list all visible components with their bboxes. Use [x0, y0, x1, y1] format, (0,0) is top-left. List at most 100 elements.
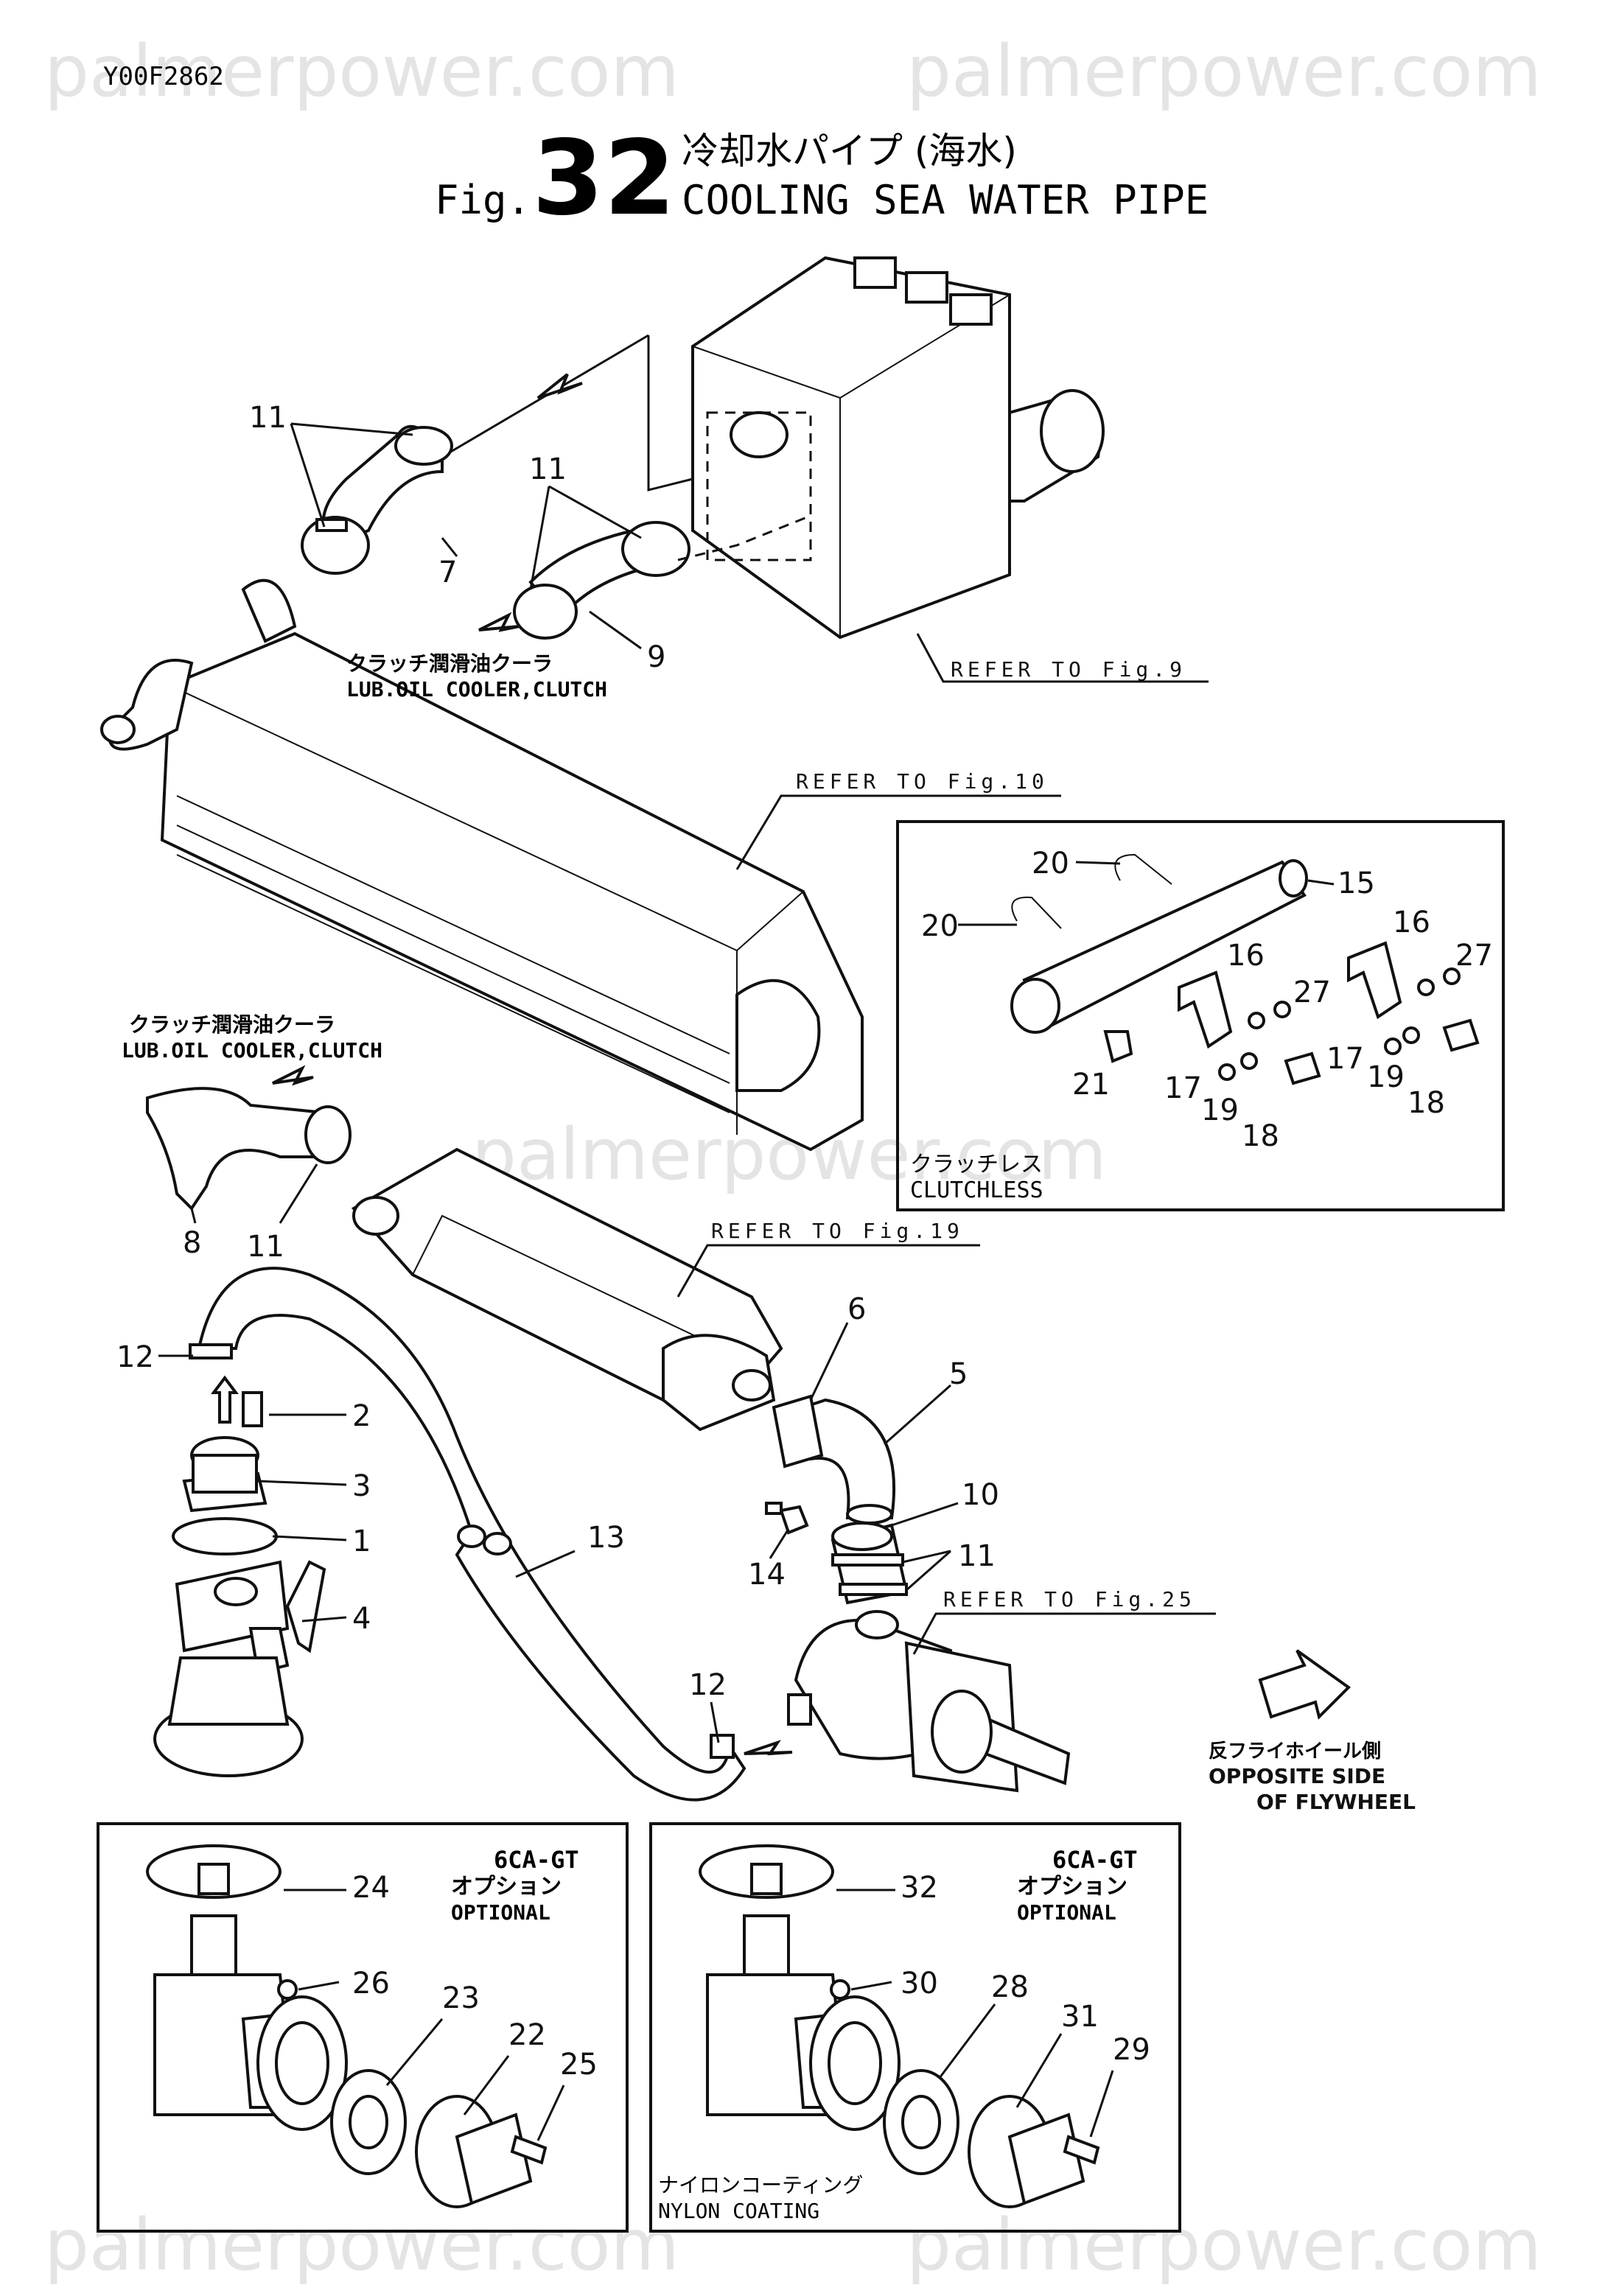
- callout-30: 30: [901, 1967, 938, 2001]
- opposite-side-note-jp: 反フライホイール側: [1209, 1740, 1381, 1763]
- watermark: palmerpower.com: [906, 2204, 1542, 2286]
- hose-7: [301, 424, 453, 575]
- hose-9: [513, 521, 690, 640]
- hose-8: [146, 1087, 352, 1211]
- optional-note-jp: オプション: [451, 1874, 562, 1900]
- callout-5: 5: [949, 1357, 968, 1391]
- leader-line: [809, 1322, 849, 1401]
- elbow-pipe-5: [772, 1394, 895, 1525]
- leader-line: [912, 1612, 1216, 1655]
- leader-line: [891, 1502, 959, 1527]
- callout-26: 26: [352, 1967, 390, 2001]
- hose-13: [189, 1267, 746, 1802]
- callout-12: 12: [689, 1668, 727, 1702]
- leader-line: [902, 1550, 951, 1564]
- leader-line: [190, 1208, 197, 1224]
- callout-27: 27: [1455, 939, 1493, 973]
- callout-20: 20: [921, 909, 959, 943]
- callout-21: 21: [1072, 1068, 1110, 1102]
- optional-model-label: 6CA-GT: [1052, 1846, 1138, 1874]
- leader-line: [1015, 2033, 1063, 2108]
- watermark: palmerpower.com: [44, 30, 679, 113]
- leader-line: [589, 610, 642, 650]
- lub-oil-cooler: [100, 578, 864, 1152]
- leader-line: [916, 633, 1209, 683]
- callout-20: 20: [1032, 847, 1069, 881]
- optional-note-en: OPTIONAL: [1017, 1900, 1116, 1925]
- callout-8: 8: [183, 1226, 201, 1260]
- leader-line: [1307, 879, 1335, 886]
- callout-4: 4: [352, 1602, 371, 1636]
- leader-line: [850, 1981, 892, 1991]
- callout-25: 25: [560, 2048, 598, 2082]
- opposite-side-note-en: OPPOSITE SIDE: [1209, 1764, 1385, 1788]
- leader-line: [938, 2003, 996, 2079]
- leader-line: [676, 1244, 980, 1298]
- nylon-coating-note-en: NYLON COATING: [658, 2199, 819, 2223]
- lub-oil-cooler-note-en: LUB.OIL COOLER,CLUTCH: [122, 1038, 382, 1063]
- callout-11: 11: [247, 1230, 284, 1264]
- intermediate-pipe: [351, 1147, 783, 1432]
- callout-6: 6: [847, 1292, 866, 1326]
- leader-line: [710, 1701, 720, 1743]
- callout-14: 14: [748, 1558, 786, 1592]
- callout-18: 18: [1242, 1119, 1279, 1153]
- callout-9: 9: [647, 640, 665, 674]
- leader-line: [290, 422, 413, 436]
- refer-fig9-label: REFER TO Fig.9: [951, 657, 1186, 682]
- watermark: palmerpower.com: [906, 30, 1542, 113]
- callout-31: 31: [1061, 2000, 1099, 2034]
- leader-line: [1089, 2070, 1114, 2138]
- callout-3: 3: [352, 1469, 371, 1503]
- callout-28: 28: [991, 1970, 1029, 2004]
- callout-11: 11: [958, 1539, 996, 1573]
- leader-line: [884, 1384, 951, 1446]
- callout-7: 7: [438, 556, 457, 589]
- callout-11: 11: [249, 401, 287, 435]
- callout-11: 11: [529, 452, 567, 486]
- figure-number: 32: [532, 119, 676, 239]
- callout-19: 19: [1201, 1093, 1239, 1127]
- callout-17: 17: [1164, 1071, 1202, 1105]
- refer-fig25-label: REFER TO Fig.25: [943, 1587, 1196, 1611]
- clutchless-inset: [896, 820, 1505, 1211]
- leader-line: [272, 1535, 347, 1541]
- direction-arrow-icon: [1258, 1649, 1352, 1720]
- optional-note-en: OPTIONAL: [451, 1900, 550, 1925]
- document-code: Y00F2862: [103, 62, 224, 91]
- sea-water-pump: [787, 1610, 1071, 1793]
- callout-1: 1: [352, 1525, 371, 1558]
- callout-16: 16: [1393, 906, 1430, 939]
- callout-29: 29: [1113, 2033, 1150, 2067]
- watermark: palmerpower.com: [44, 2204, 679, 2286]
- callout-23: 23: [442, 1981, 480, 2015]
- leader-line: [301, 1616, 347, 1623]
- leader-line: [515, 1550, 576, 1578]
- callout-2: 2: [352, 1399, 371, 1433]
- refer-fig19-label: REFER TO Fig.19: [711, 1219, 964, 1243]
- leader-line: [290, 423, 326, 528]
- sea-cock-valve: [153, 1375, 326, 1777]
- drain-cock-14: [765, 1502, 809, 1535]
- leader-line: [536, 2085, 565, 2141]
- lub-oil-cooler-note-jp: クラッチ潤滑油クーラ: [129, 1012, 335, 1037]
- opposite-side-note-en: OF FLYWHEEL: [1256, 1790, 1416, 1814]
- leader-line: [529, 486, 550, 590]
- leader-line: [548, 485, 642, 539]
- callout-24: 24: [352, 1871, 390, 1905]
- leader-line: [385, 2018, 444, 2086]
- callout-22: 22: [508, 2018, 546, 2052]
- figure-prefix: Fig.: [435, 177, 531, 223]
- clutchless-note-jp: クラッチレス: [910, 1152, 1043, 1177]
- leader-line: [769, 1528, 790, 1559]
- clutchless-note-en: CLUTCHLESS: [910, 1177, 1043, 1203]
- flow-arrow-icon: [478, 612, 520, 632]
- figure-title-jp: 冷却水パイプ (海水): [682, 130, 1017, 172]
- leader-line: [257, 1480, 347, 1486]
- leader-line: [298, 1981, 340, 1991]
- callout-18: 18: [1408, 1086, 1445, 1120]
- lub-oil-cooler-note-jp: クラッチ潤滑油クーラ: [346, 651, 553, 676]
- flow-arrow-icon: [536, 373, 583, 399]
- callout-17: 17: [1326, 1042, 1364, 1076]
